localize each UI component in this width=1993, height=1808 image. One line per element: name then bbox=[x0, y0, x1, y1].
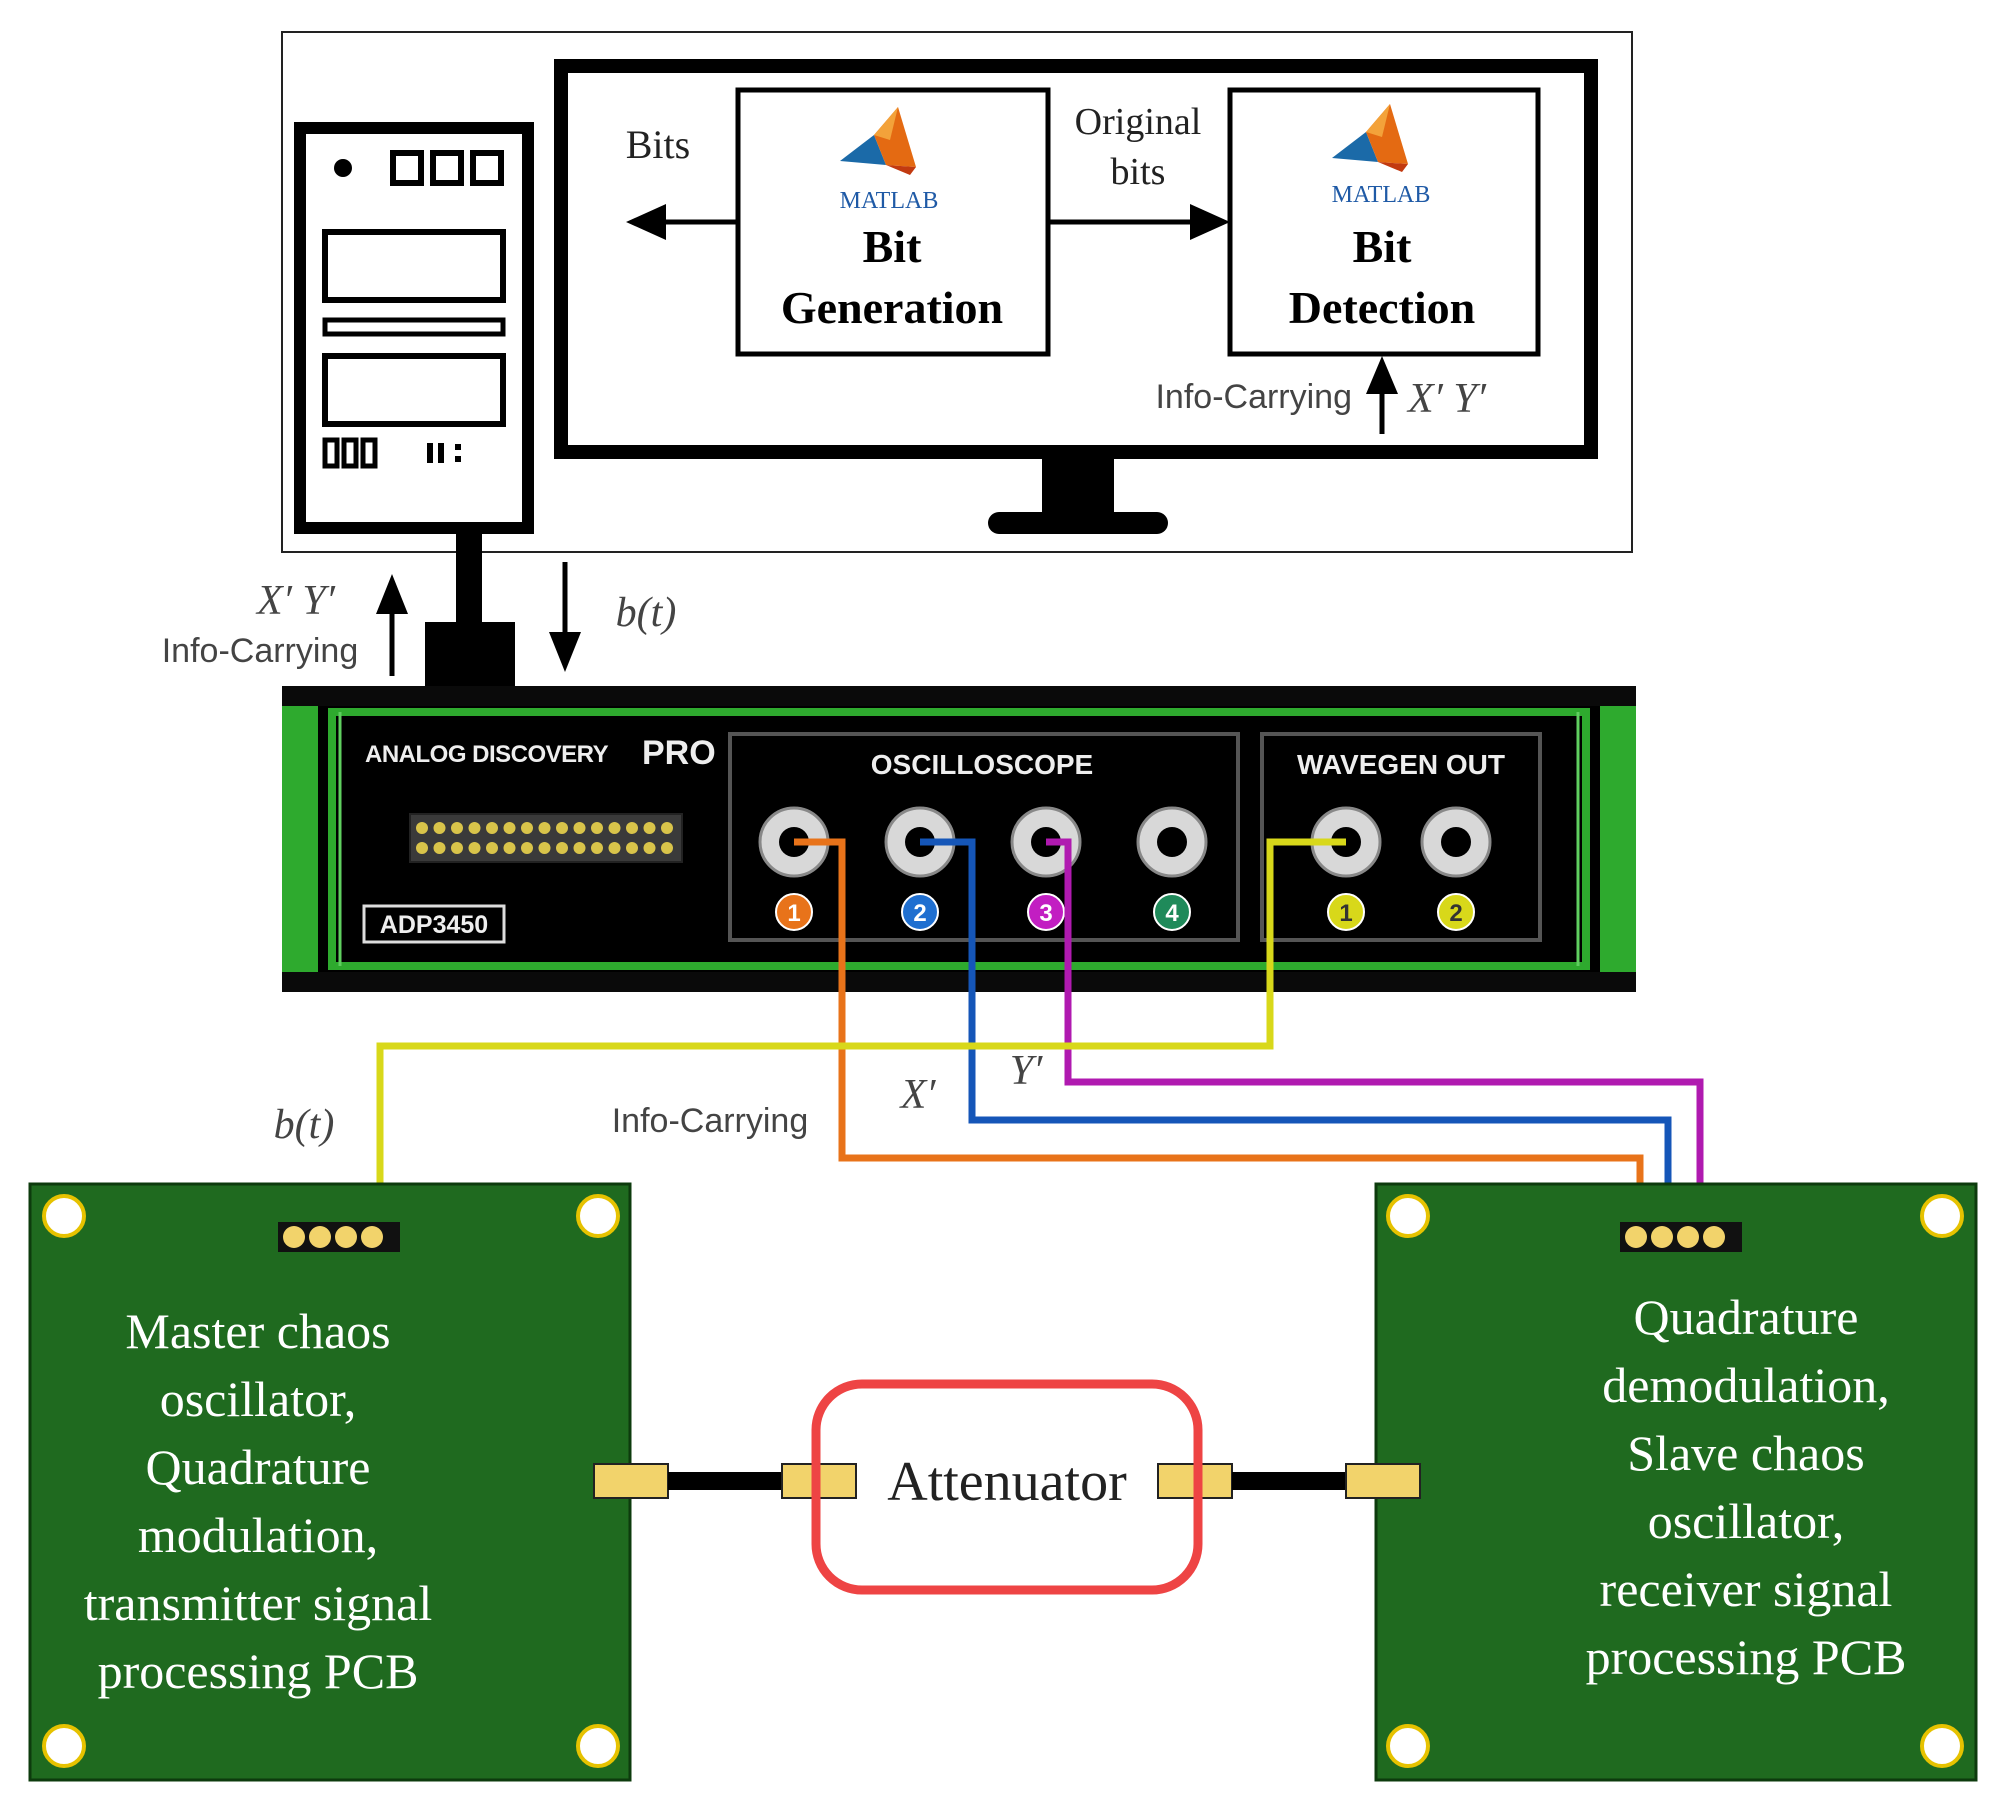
dio-pin bbox=[521, 822, 533, 834]
matlab-brand-text: MATLAB bbox=[1332, 182, 1431, 208]
dio-pin bbox=[486, 842, 498, 854]
bit-detection-box bbox=[1227, 87, 1541, 357]
dio-pin bbox=[521, 842, 533, 854]
oscilloscope-label: OSCILLOSCOPE bbox=[871, 749, 1093, 780]
dio-pin bbox=[538, 822, 551, 834]
wavegen-channel-1[interactable]: 1 bbox=[1310, 806, 1382, 931]
bit-generation-title-line1: Bit bbox=[863, 221, 922, 272]
oscilloscope-channel-4[interactable]: 4 bbox=[1136, 806, 1208, 931]
matlab-logo-icon bbox=[840, 107, 916, 175]
bit-generation-title-line2: Generation bbox=[781, 282, 1003, 333]
model-label: ADP3450 bbox=[380, 911, 488, 939]
bit-detection-title-line2: Detection bbox=[1289, 282, 1475, 333]
pcb-text-line: demodulation, bbox=[1602, 1357, 1889, 1413]
monitor-info-carrying-label: Info-Carrying bbox=[1155, 378, 1352, 416]
info-carrying-input-arrow bbox=[1366, 356, 1398, 434]
dio-pin bbox=[538, 842, 551, 854]
pcb-text-line: Master chaos bbox=[125, 1303, 390, 1359]
dio-pin bbox=[416, 842, 428, 854]
wavegen-label: WAVEGEN OUT bbox=[1297, 749, 1505, 780]
transmitter-pcb-text: Master chaos oscillator, Quadrature modulat… bbox=[84, 1303, 433, 1699]
pcb-text-line: Quadrature bbox=[146, 1439, 371, 1495]
wire-orange-ch1 bbox=[794, 838, 1644, 1224]
wire-yellow-wavegen1 bbox=[376, 838, 1346, 1222]
channel-number: 2 bbox=[1449, 900, 1462, 927]
wavegen-panel bbox=[1260, 732, 1542, 942]
channel-number: 1 bbox=[787, 900, 800, 927]
dio-pin bbox=[591, 842, 603, 854]
dio-pin bbox=[661, 842, 673, 854]
dio-pin bbox=[503, 822, 516, 834]
upload-arrow bbox=[376, 574, 408, 676]
upload-xy-label: X′ Y′ bbox=[255, 578, 336, 624]
dio-pin bbox=[608, 822, 621, 834]
wire-bt-label: b(t) bbox=[274, 1102, 335, 1148]
dio-pin bbox=[626, 822, 638, 834]
digital-io-header bbox=[409, 813, 683, 863]
download-bt-label: b(t) bbox=[616, 590, 677, 636]
device-ports: 1 2 3 4 1 2 bbox=[758, 806, 1492, 931]
model-label-box bbox=[362, 904, 506, 944]
bits-output-arrow bbox=[626, 204, 738, 240]
receiver-pcb-text: Quadrature demodulation, Slave chaos oscill… bbox=[1586, 1289, 1907, 1685]
device-brand-text: ANALOG DISCOVERY bbox=[365, 741, 609, 768]
attenuator-box bbox=[811, 1379, 1203, 1595]
attenuator-label: Attenuator bbox=[887, 1451, 1127, 1513]
transmitter-pcb bbox=[28, 1182, 632, 1782]
wire-y-label: Y′ bbox=[1010, 1048, 1043, 1094]
dio-pin bbox=[643, 842, 656, 854]
original-bits-arrow bbox=[1048, 204, 1230, 240]
pc-tower-icon bbox=[294, 122, 534, 534]
pcb-text-line: Slave chaos bbox=[1627, 1425, 1864, 1481]
pcb-text-line: processing PCB bbox=[1586, 1629, 1907, 1685]
wire-magenta-ch3 bbox=[1046, 838, 1704, 1224]
wire-info-carrying-label: Info-Carrying bbox=[612, 1102, 809, 1140]
channel-number: 2 bbox=[913, 900, 926, 927]
bit-detection-title-line1: Bit bbox=[1353, 221, 1412, 272]
channel-number: 3 bbox=[1039, 900, 1052, 927]
wire-x-label: X′ bbox=[899, 1072, 937, 1118]
dio-pin bbox=[416, 822, 428, 834]
pcb-text-line: modulation, bbox=[138, 1507, 378, 1563]
pcb-text-line: receiver signal bbox=[1600, 1561, 1893, 1617]
dio-pin bbox=[451, 822, 463, 834]
pcb-text-line: processing PCB bbox=[98, 1643, 419, 1699]
original-bits-label-line2: bits bbox=[1111, 151, 1166, 193]
wavegen-channel-2[interactable]: 2 bbox=[1420, 806, 1492, 931]
pcb-text-line: transmitter signal bbox=[84, 1575, 433, 1631]
dio-pin bbox=[591, 822, 603, 834]
usb-cable bbox=[425, 528, 515, 692]
matlab-logo-icon bbox=[1332, 104, 1408, 172]
channel-number: 4 bbox=[1165, 900, 1179, 927]
device-brand-suffix-text: PRO bbox=[642, 734, 716, 772]
dio-pin bbox=[661, 822, 673, 834]
dio-pin bbox=[451, 842, 463, 854]
channel-number: 1 bbox=[1339, 900, 1352, 927]
pcb-text-line: Quadrature bbox=[1634, 1289, 1859, 1345]
wire-blue-ch2 bbox=[920, 838, 1672, 1224]
download-arrow bbox=[549, 562, 581, 672]
dio-pin bbox=[468, 842, 481, 854]
dio-pin bbox=[468, 822, 481, 834]
dio-pin bbox=[486, 822, 498, 834]
pcb-text-line: oscillator, bbox=[160, 1371, 357, 1427]
dio-pin bbox=[433, 822, 446, 834]
receiver-pcb bbox=[1374, 1182, 1978, 1782]
dio-pin bbox=[556, 822, 568, 834]
pcb-text-line: oscillator, bbox=[1648, 1493, 1845, 1549]
dio-pin bbox=[608, 842, 621, 854]
monitor-xy-label: X′ Y′ bbox=[1406, 376, 1487, 422]
bits-label: Bits bbox=[626, 122, 690, 167]
dio-pin bbox=[433, 842, 446, 854]
dio-pin bbox=[556, 842, 568, 854]
dio-pin bbox=[573, 822, 586, 834]
dio-pin bbox=[573, 842, 586, 854]
dio-pin bbox=[643, 822, 656, 834]
matlab-brand-text: MATLAB bbox=[840, 188, 939, 214]
dio-pin bbox=[503, 842, 516, 854]
upload-info-carrying-label: Info-Carrying bbox=[162, 632, 359, 670]
dio-pin bbox=[626, 842, 638, 854]
original-bits-label-line1: Original bbox=[1075, 101, 1202, 143]
